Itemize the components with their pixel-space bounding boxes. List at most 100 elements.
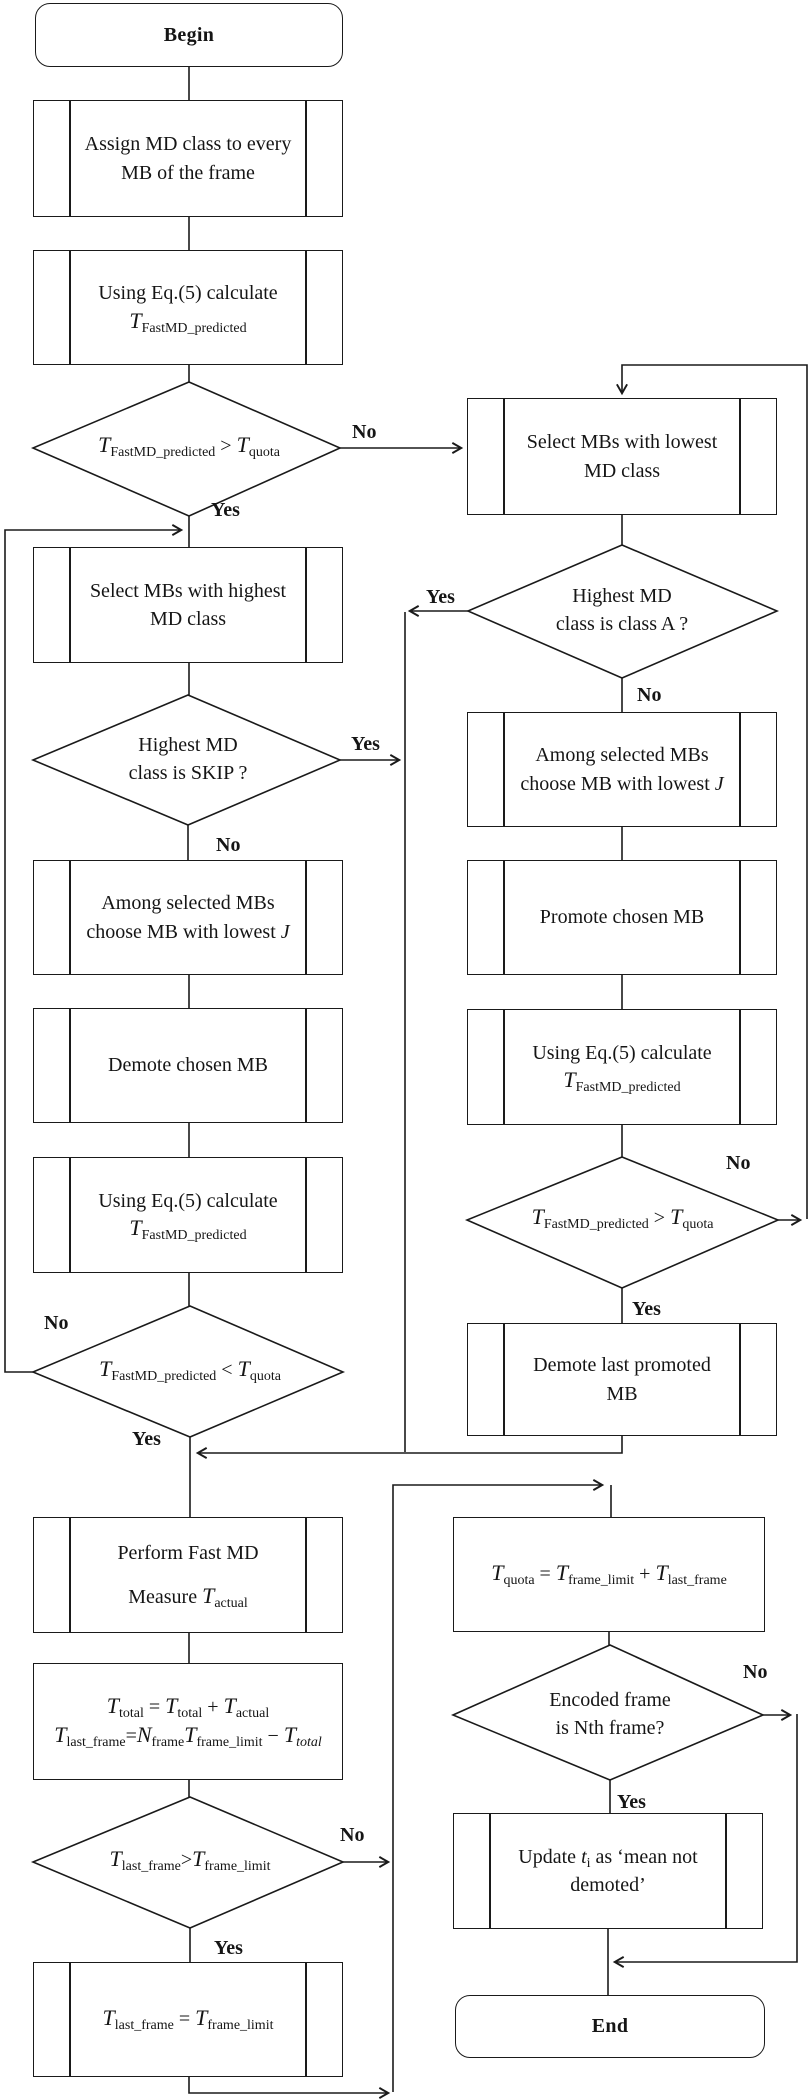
predef-bar-right bbox=[739, 399, 741, 514]
edge-lastframe-out bbox=[188, 2077, 391, 2099]
decision-tfastmd-gt-tquota-2-shape bbox=[464, 1156, 781, 1289]
predef-bar-right bbox=[305, 1009, 307, 1122]
predef-bar-right bbox=[305, 1518, 307, 1632]
edge-label-dq-no: No bbox=[726, 1152, 751, 1174]
process-calc-tfastmd-1: Using Eq.(5) calculate TFastMD_predicted bbox=[33, 250, 343, 365]
predef-bar-right bbox=[725, 1814, 727, 1928]
decision-highest-class-a-shape bbox=[465, 544, 780, 679]
node-text: MB of the frame bbox=[121, 161, 255, 184]
predef-bar-left bbox=[503, 399, 505, 514]
predef-bar-right bbox=[739, 1324, 741, 1435]
process-promote-chosen-mb: Promote chosen MB bbox=[467, 860, 777, 975]
edge-label-d4-no: No bbox=[340, 1824, 365, 1846]
node-text: Tlast_frame=NframeTframe_limit − Ttotal bbox=[54, 1721, 322, 1750]
node-text: Tlast_frame = Tframe_limit bbox=[102, 2005, 274, 2034]
decision-highest-skip-text: Highest MD class is SKIP ? bbox=[68, 731, 308, 788]
edge-label-d1-yes: Yes bbox=[211, 499, 240, 521]
decision-tfastmd-gt-tquota-2-text: TFastMD_predicted > Tquota bbox=[467, 1204, 778, 1232]
edge-label-da-no: No bbox=[637, 684, 662, 706]
edge-label-d4-yes: Yes bbox=[214, 1937, 243, 1959]
edge-demotelast-merge bbox=[195, 1436, 623, 1459]
edge-right-feedback bbox=[616, 364, 808, 1219]
node-text: Highest MD bbox=[572, 585, 672, 607]
node-text: Among selected MBs bbox=[535, 744, 709, 767]
node-text: demoted’ bbox=[570, 1874, 646, 1896]
node-text: Update ti as ‘mean not bbox=[518, 1845, 698, 1871]
edge-label-d1-no: No bbox=[352, 421, 377, 443]
predef-bar-left bbox=[503, 713, 505, 826]
node-text: MB bbox=[606, 1382, 638, 1405]
predef-bar-right bbox=[305, 101, 307, 216]
predef-bar-left bbox=[69, 548, 71, 662]
decision-tfastmd-gt-tquota-1-text: TFastMD_predicted > Tquota bbox=[43, 432, 335, 460]
process-set-tquota: Tquota = Tframe_limit + Tlast_frame bbox=[453, 1517, 765, 1632]
node-text: Measure Tactual bbox=[128, 1582, 248, 1611]
node-text: MD class bbox=[583, 459, 661, 482]
node-text: class is SKIP ? bbox=[128, 762, 248, 785]
edge-label-d3-yes: Yes bbox=[132, 1428, 161, 1450]
process-demote-chosen-mb: Demote chosen MB bbox=[33, 1008, 343, 1123]
process-select-lowest-md: Select MBs with lowest MD class bbox=[467, 398, 777, 515]
node-text: Assign MD class to every bbox=[84, 133, 292, 156]
predef-bar-left bbox=[503, 861, 505, 974]
node-text: TFastMD_predicted bbox=[129, 1215, 247, 1243]
predef-bar-left bbox=[69, 861, 71, 974]
process-select-highest-md: Select MBs with highest MD class bbox=[33, 547, 343, 663]
node-text: Select MBs with highest bbox=[89, 579, 287, 602]
node-text: Among selected MBs bbox=[101, 892, 275, 915]
node-text: TFastMD_predicted bbox=[563, 1067, 681, 1095]
decision-nth-frame-shape bbox=[450, 1644, 765, 1781]
node-text: choose MB with lowest J bbox=[86, 920, 290, 943]
predef-bar-left bbox=[69, 1158, 71, 1272]
decision-highest-class-a-text: Highest MD class is class A ? bbox=[492, 582, 752, 639]
predef-bar-right bbox=[305, 251, 307, 364]
edge-label-da-yes: Yes bbox=[426, 586, 455, 608]
node-text: TFastMD_predicted > Tquota bbox=[98, 432, 280, 460]
node-text: Demote chosen MB bbox=[108, 1054, 268, 1077]
edge-d3-no-feedback bbox=[4, 524, 184, 1373]
decision-tlastframe-gt-tframelimit-text: Tlast_frame>Tframe_limit bbox=[43, 1846, 337, 1874]
decision-nth-frame-text: Encoded frame is Nth frame? bbox=[480, 1686, 740, 1743]
predef-bar-right bbox=[739, 861, 741, 974]
predef-bar-left bbox=[503, 1324, 505, 1435]
process-update-totals: Ttotal = Ttotal + Tactual Tlast_frame=Nf… bbox=[33, 1663, 343, 1780]
predef-bar-right bbox=[305, 1963, 307, 2076]
node-text: Begin bbox=[163, 23, 215, 46]
node-text: MD class bbox=[149, 608, 227, 630]
edge-to-tquota bbox=[392, 1479, 605, 2092]
node-text: Demote last promoted bbox=[533, 1354, 711, 1377]
process-calc-tfastmd-2: Using Eq.(5) calculate TFastMD_predicted bbox=[33, 1157, 343, 1273]
predef-bar-left bbox=[69, 101, 71, 216]
predef-bar-left bbox=[69, 1009, 71, 1122]
process-calc-tfastmd-3: Using Eq.(5) calculate TFastMD_predicted bbox=[467, 1009, 777, 1125]
node-text: Using Eq.(5) calculate bbox=[98, 1189, 278, 1212]
decision-highest-skip-shape bbox=[30, 694, 343, 826]
predef-bar-right bbox=[305, 1158, 307, 1272]
process-among-lowest-j-right: Among selected MBs choose MB with lowest… bbox=[467, 712, 777, 827]
process-update-ti: Update ti as ‘mean not demoted’ bbox=[453, 1813, 763, 1929]
predef-bar-left bbox=[489, 1814, 491, 1928]
predef-bar-right bbox=[305, 861, 307, 974]
edge-label-d2-no: No bbox=[216, 834, 241, 856]
node-text: TFastMD_predicted bbox=[129, 307, 247, 336]
edge-label-dn-yes: Yes bbox=[617, 1791, 646, 1813]
predef-bar-right bbox=[305, 548, 307, 662]
node-text: is Nth frame? bbox=[555, 1717, 665, 1740]
predef-bar-left bbox=[69, 1518, 71, 1632]
node-text: TFastMD_predicted < Tquota bbox=[99, 1356, 281, 1384]
decision-tfastmd-lt-tquota-shape bbox=[30, 1305, 346, 1438]
node-text: choose MB with lowest J bbox=[520, 772, 724, 795]
decision-tfastmd-lt-tquota-text: TFastMD_predicted < Tquota bbox=[43, 1356, 337, 1384]
node-text: Highest MD bbox=[138, 734, 238, 756]
node-text: Encoded frame bbox=[549, 1689, 671, 1711]
edge-label-d2-yes: Yes bbox=[351, 733, 380, 755]
decision-tlastframe-gt-tframelimit-shape bbox=[30, 1796, 346, 1929]
node-text: Tlast_frame>Tframe_limit bbox=[109, 1846, 271, 1874]
node-text: Promote chosen MB bbox=[539, 906, 705, 929]
predef-bar-right bbox=[739, 713, 741, 826]
terminator-begin: Begin bbox=[35, 3, 343, 67]
edge-label-dn-no: No bbox=[743, 1661, 768, 1683]
terminator-end: End bbox=[455, 1995, 765, 2058]
